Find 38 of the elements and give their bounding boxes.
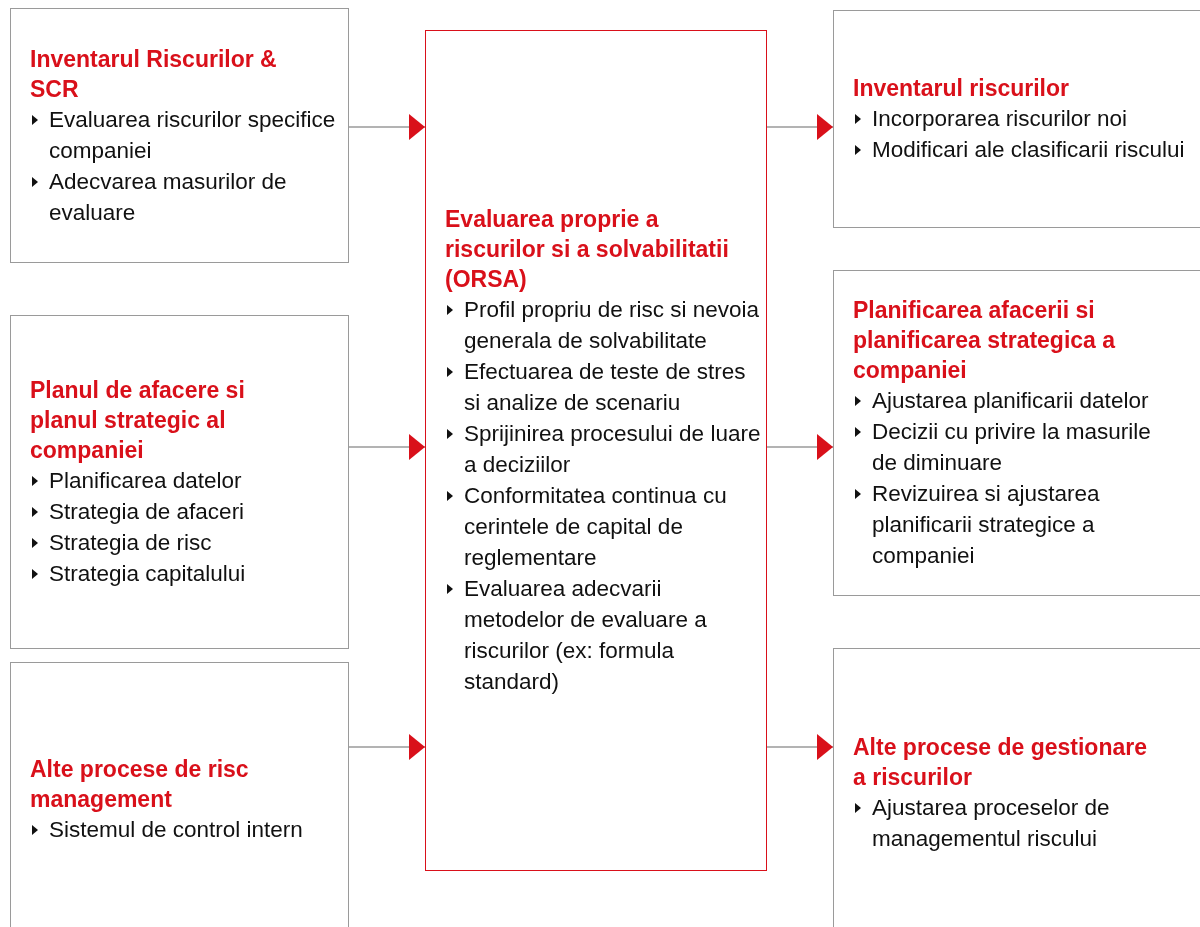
box-heading: Planul de afacere si planul strategic al companiei	[30, 376, 246, 465]
process-box	[10, 8, 349, 263]
bullet-item: Strategia de risc	[30, 527, 319, 558]
arrow	[766, 734, 834, 760]
bullet-item: Modificari ale clasificarii riscului	[853, 134, 1192, 165]
bullet-item: Planificarea datelor	[30, 465, 319, 496]
bullet-item: Ajustarea planificarii datelor	[853, 385, 1172, 416]
box-heading: Inventarul riscurilor	[853, 74, 1070, 103]
bullet-item: Strategia capitalului	[30, 558, 319, 589]
process-box	[10, 662, 349, 927]
process-box	[833, 10, 1200, 228]
bullet-item: Conformitatea continua cu cerintele de capital de reglementare	[445, 480, 764, 573]
bullet-item: Sprijinirea procesului de luare a deciziilor	[445, 418, 764, 480]
bullet-item: Profil propriu de risc si nevoia generala de solvabilitate	[445, 294, 764, 356]
bullet-item: Revizuirea si ajustarea planificarii strategice a companiei	[853, 478, 1172, 571]
box-heading: Alte procese de risc management	[30, 755, 250, 814]
bullet-item: Adecvarea masurilor de evaluare	[30, 165, 339, 228]
box-heading: Alte procese de gestionare a riscurilor	[853, 733, 1148, 792]
arrow	[348, 434, 426, 460]
process-box	[833, 270, 1200, 596]
bullet-item: Decizii cu privire la masurile de diminuare	[853, 416, 1172, 478]
process-box	[10, 315, 349, 649]
arrow	[766, 114, 834, 140]
arrow	[348, 114, 426, 140]
bullet-item: Evaluarea riscurilor specifice companiei	[30, 103, 339, 166]
central-process-box	[425, 30, 767, 871]
arrow	[766, 434, 834, 460]
bullet-item: Ajustarea proceselor de managementul riscului	[853, 792, 1172, 854]
process-box	[833, 648, 1200, 927]
box-heading: Planificarea afacerii si planificarea strategica a companiei	[853, 296, 1117, 385]
box-heading: Evaluarea proprie a riscurilor si a solvabilitatii (ORSA)	[445, 205, 730, 294]
bullet-item: Sistemul de control intern	[30, 814, 319, 845]
bullet-item: Evaluarea adecvarii metodelor de evaluare a riscurilor (ex: formula standard)	[445, 573, 764, 697]
bullet-item: Incorporarea riscurilor noi	[853, 103, 1192, 134]
bullet-item: Strategia de afaceri	[30, 496, 319, 527]
arrow	[348, 734, 426, 760]
bullet-item: Efectuarea de teste de stres si analize de scenariu	[445, 356, 764, 418]
box-heading: Inventarul Riscurilor & SCR	[30, 44, 278, 104]
